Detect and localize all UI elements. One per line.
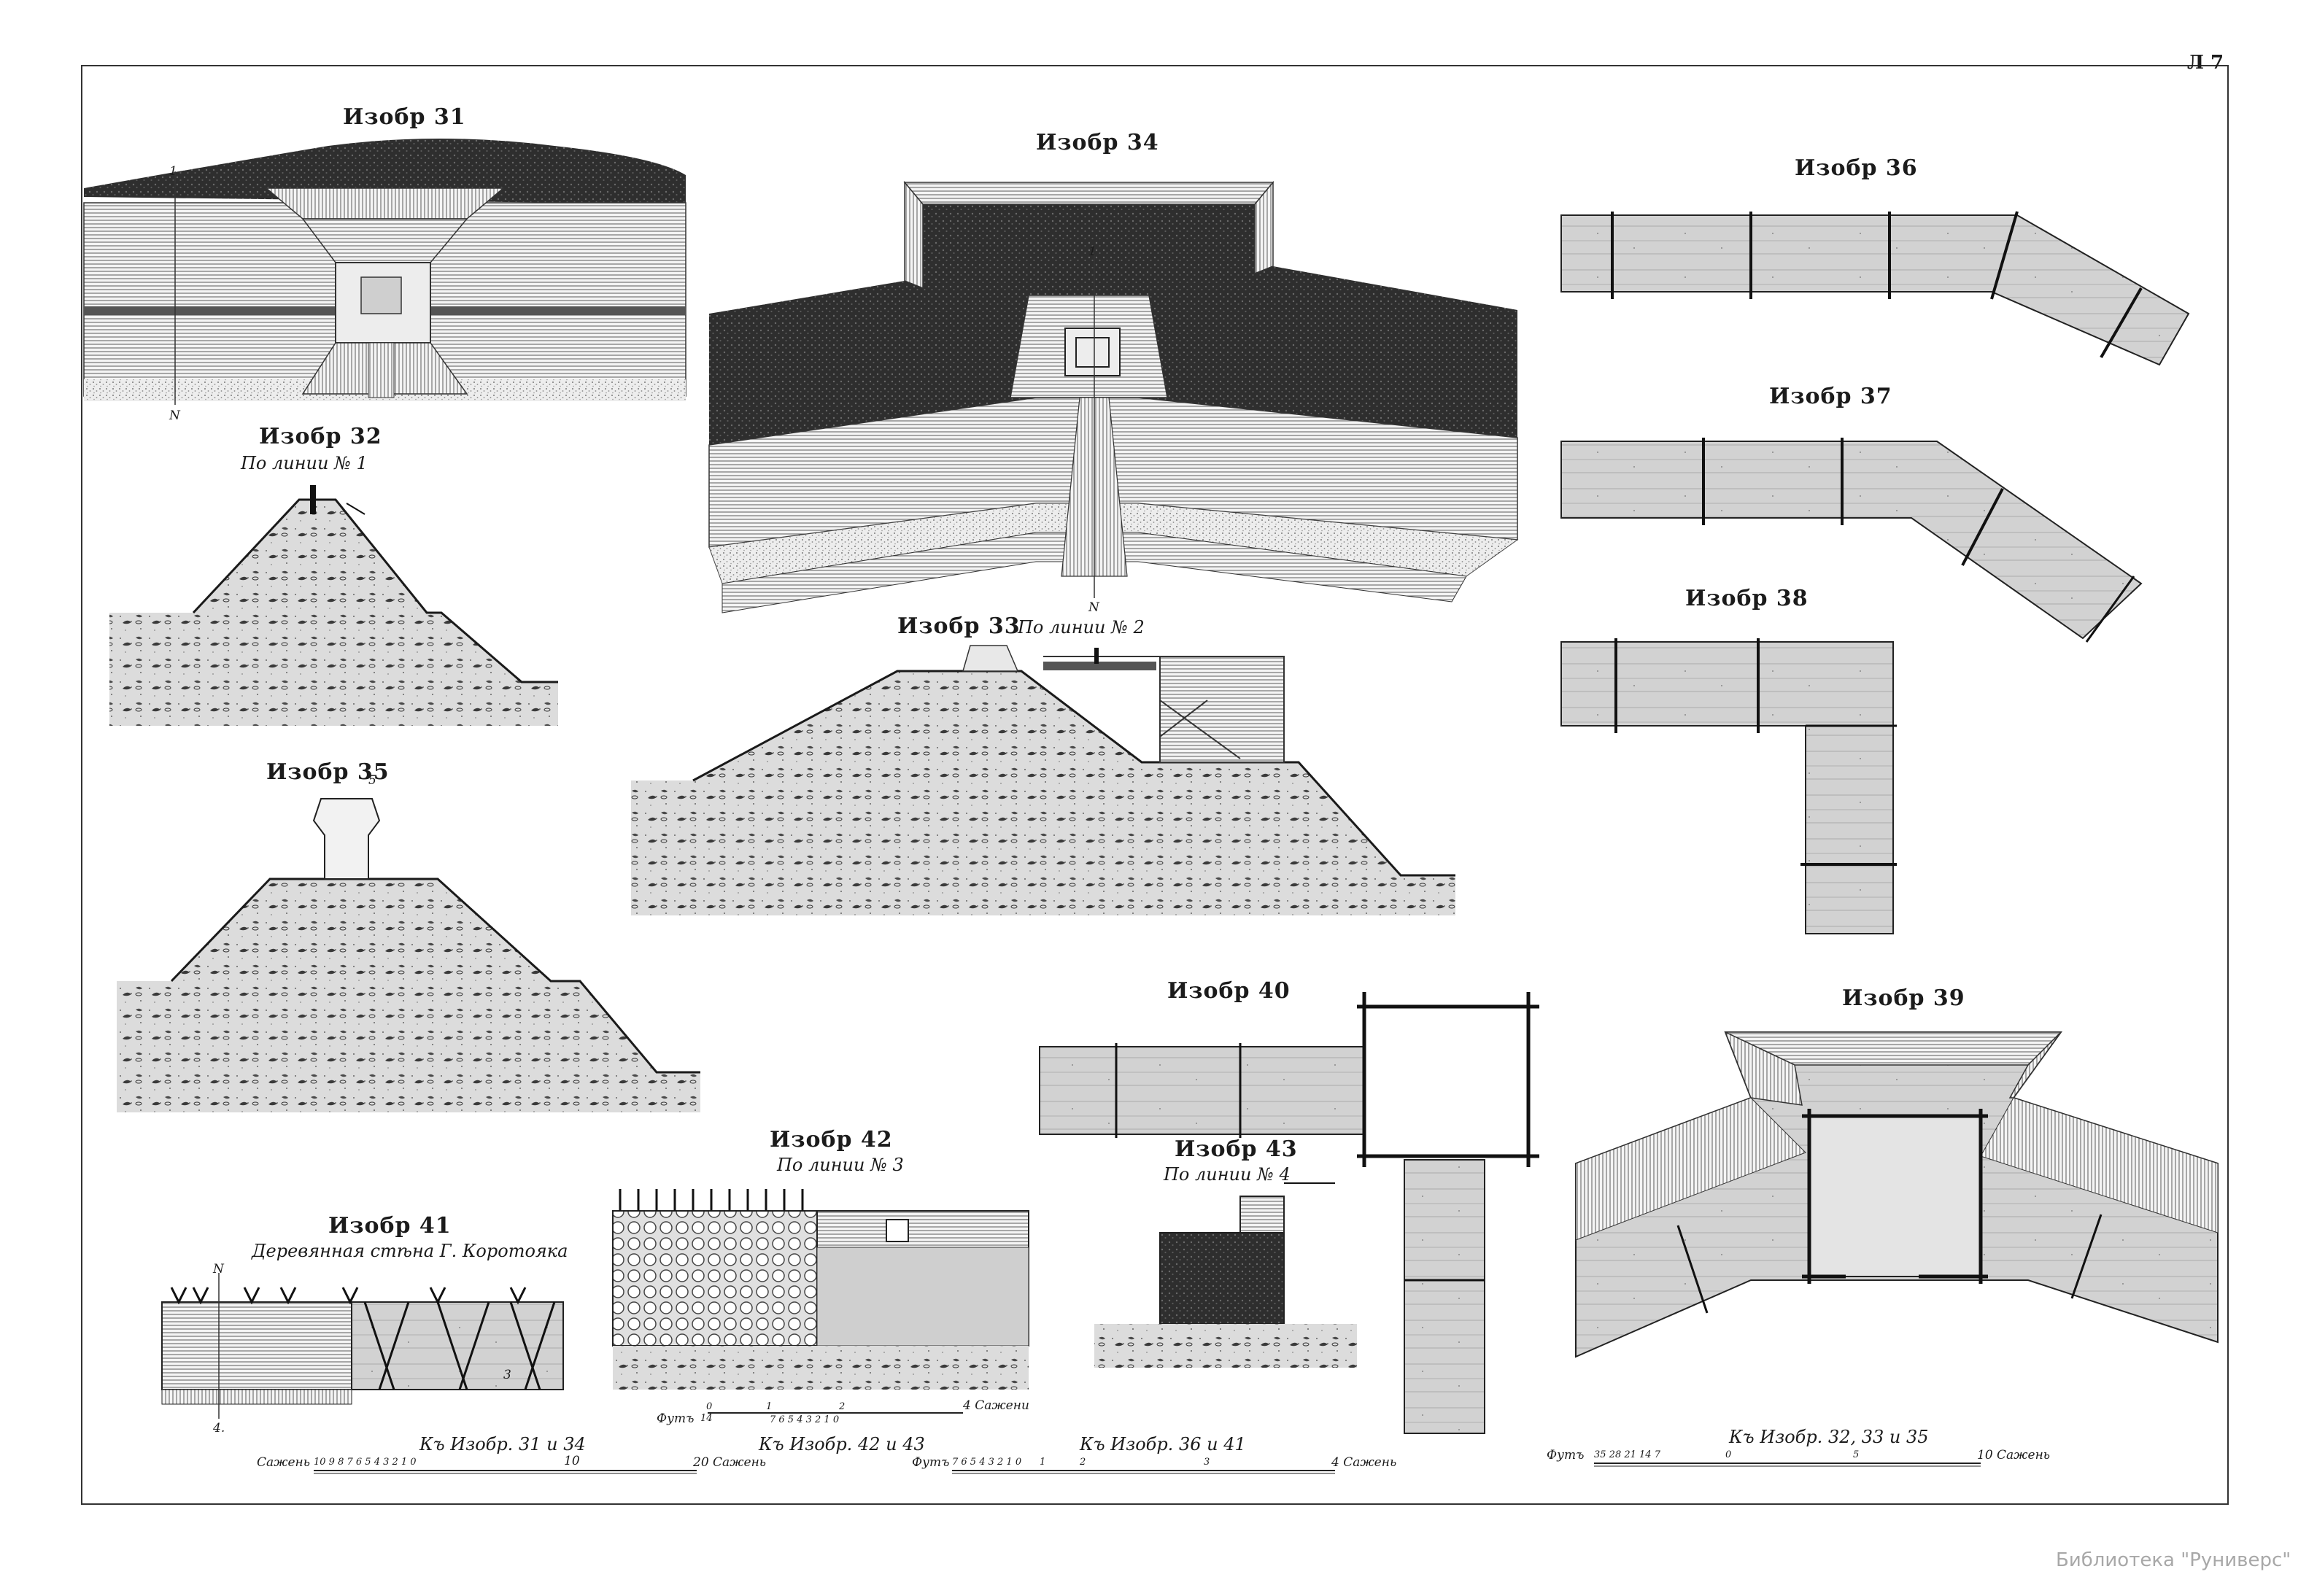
scale3-t1: 1 <box>1040 1457 1045 1468</box>
figure-41: Изобр 41 Деревянная стѣна Г. Коротояка N… <box>161 1213 568 1436</box>
scale4-zero: 0 <box>1725 1449 1731 1460</box>
figure-42-label: Изобр 42 <box>770 1127 893 1153</box>
scale3-title: Къ Изобр. 36 и 41 <box>1079 1434 1246 1454</box>
fig31-n-mark: N <box>169 408 181 423</box>
scale4-feet: Футъ <box>1547 1448 1584 1463</box>
fig34-n-mark: N <box>1088 600 1100 615</box>
fig34-line-mark: 1 <box>1088 244 1096 259</box>
figure-35: Изобр 35 5 <box>117 759 700 1112</box>
scale2-small: 7 6 5 4 3 2 1 0 <box>770 1414 839 1425</box>
figure-31: Изобр 31 1 N <box>83 104 686 423</box>
figure-38: Изобр 38 <box>1560 586 1897 934</box>
figure-43: Изобр 43 По линии № 4 <box>1094 1136 1357 1368</box>
scale2-f14: 14 <box>700 1413 713 1424</box>
figure-37: Изобр 37 <box>1560 384 2143 643</box>
scale3-right: 4 Сажень <box>1331 1455 1396 1470</box>
scale3-feet: Футъ <box>912 1455 949 1470</box>
figure-39: Изобр 39 <box>1575 985 2219 1358</box>
figure-36-label: Изобр 36 <box>1795 155 1918 181</box>
figure-36: Изобр 36 <box>1560 155 2190 366</box>
scale2-feet: Футъ <box>657 1411 694 1426</box>
scale-fig-32-33-35: Къ Изобр. 32, 33 и 35 Футъ 35 28 21 14 7… <box>1547 1427 2050 1467</box>
scale2-f1: 1 <box>766 1401 772 1412</box>
fig41-n-mark-bottom: 4. <box>212 1421 225 1436</box>
figure-40: Изобр 40 <box>1039 978 1539 1434</box>
figure-43-caption: По линии № 4 <box>1163 1164 1291 1185</box>
scale1-title: Къ Изобр. 31 и 34 <box>419 1434 586 1454</box>
scale4-right: 10 Сажень <box>1977 1448 2050 1463</box>
figure-33-caption: По линии № 2 <box>1017 617 1145 638</box>
fig31-line-mark: 1 <box>169 164 177 179</box>
figure-33-label: Изобр 33 <box>897 613 1021 639</box>
figure-34: Изобр 34 1 N <box>708 130 1519 615</box>
figure-37-label: Изобр 37 <box>1769 384 1892 409</box>
scale1-left: Сажень <box>257 1455 310 1470</box>
scale2-f0: 0 <box>706 1401 712 1412</box>
scale-fig-31-34: Къ Изобр. 31 и 34 Сажень 10 9 8 7 6 5 4 … <box>257 1434 766 1474</box>
figure-32-caption: По линии № 1 <box>240 453 368 473</box>
figure-42: Изобр 42 По линии № 3 <box>612 1127 1029 1390</box>
scale-fig-42-43: Къ Изобр. 42 и 43 Футъ 14 0 1 2 7 6 5 4 … <box>657 1398 1029 1454</box>
figure-34-label: Изобр 34 <box>1036 130 1159 155</box>
plate-number: Л 7 <box>2187 52 2224 74</box>
scale4-five: 5 <box>1853 1449 1859 1460</box>
plate-border <box>81 65 2229 1505</box>
figure-41-caption: Деревянная стѣна Г. Коротояка <box>251 1241 568 1261</box>
figure-40-label: Изобр 40 <box>1167 978 1291 1004</box>
figure-32: Изобр 32 По линии № 1 <box>109 424 558 726</box>
scale2-right: 4 Сажени <box>962 1398 1029 1413</box>
fig35-mark: 5 <box>368 773 376 788</box>
scale3-t2: 2 <box>1079 1457 1086 1468</box>
figure-31-label: Изобр 31 <box>343 104 466 130</box>
library-watermark: Библиотека "Руниверс" <box>2056 1549 2291 1571</box>
scale2-f2: 2 <box>838 1401 845 1412</box>
fig41-mark-3: 3 <box>503 1368 511 1382</box>
scale1-right: 20 Сажень <box>692 1455 766 1470</box>
fig41-n-mark-top: N <box>212 1262 225 1277</box>
figure-43-label: Изобр 43 <box>1175 1136 1298 1162</box>
scale4-ticks: 35 28 21 14 7 <box>1594 1449 1661 1460</box>
figure-38-label: Изобр 38 <box>1685 586 1809 611</box>
scale1-mid: 10 <box>564 1454 580 1468</box>
scale4-title: Къ Изобр. 32, 33 и 35 <box>1728 1427 1929 1447</box>
scale2-title: Къ Изобр. 42 и 43 <box>758 1434 925 1454</box>
figure-41-label: Изобр 41 <box>328 1213 452 1239</box>
scale3-t3: 3 <box>1204 1457 1210 1468</box>
scale1-ticks: 10 9 8 7 6 5 4 3 2 1 0 <box>314 1457 417 1468</box>
scale3-small: 7 6 5 4 3 2 1 0 <box>952 1457 1021 1468</box>
figure-42-caption: По линии № 3 <box>776 1155 904 1175</box>
figure-39-label: Изобр 39 <box>1842 985 1965 1011</box>
scale-fig-36-41: Къ Изобр. 36 и 41 Футъ 7 6 5 4 3 2 1 0 1… <box>912 1434 1396 1474</box>
figure-33: Изобр 33 По линии № 2 <box>631 613 1455 915</box>
figure-32-label: Изобр 32 <box>259 424 382 449</box>
figure-35-label: Изобр 35 <box>266 759 390 785</box>
